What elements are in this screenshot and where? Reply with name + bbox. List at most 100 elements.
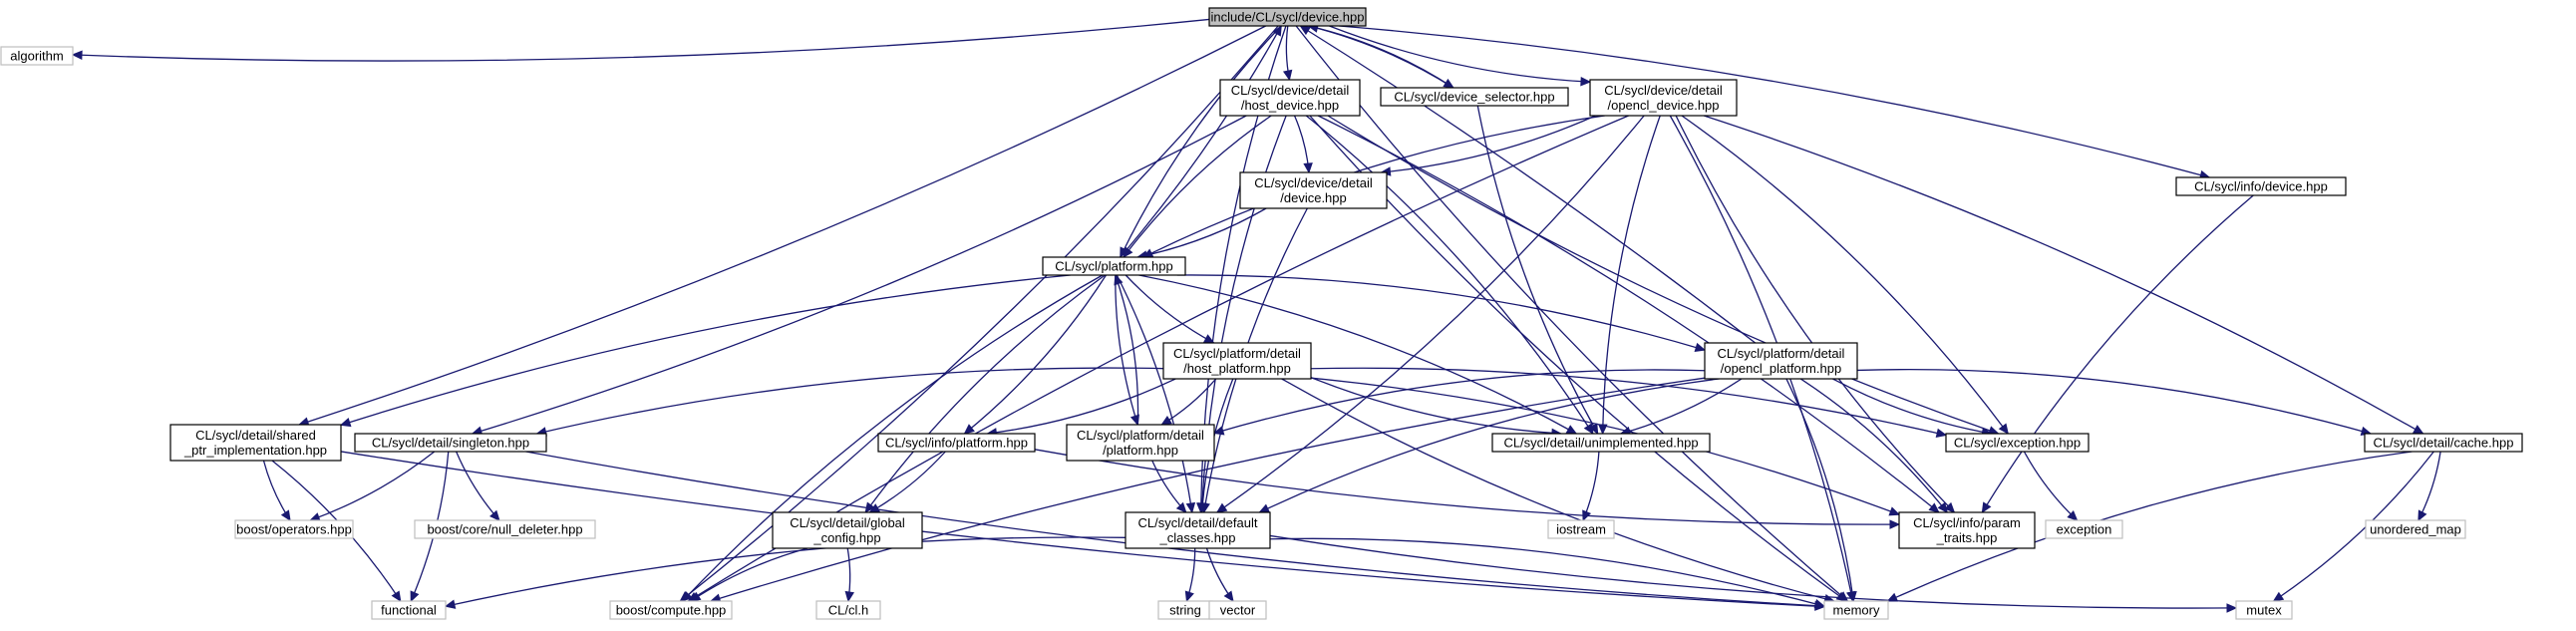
edge-host_device-to-param_traits <box>1317 115 1940 513</box>
edge-host_platform-to-exception <box>1310 367 1948 438</box>
edge-platform-to-host_platform <box>1125 274 1215 344</box>
edge-platform-to-shared_ptr <box>339 274 1071 428</box>
node-device-selector[interactable]: CL/sycl/device_selector.hpp <box>1380 87 1569 107</box>
node-shared-ptr[interactable]: CL/sycl/detail/shared_ptr_implementation… <box>169 424 342 462</box>
node-platform-detail[interactable]: CL/sycl/platform/detail/platform.hpp <box>1066 424 1215 462</box>
node-param-traits[interactable]: CL/sycl/info/param_traits.hpp <box>1898 511 2036 549</box>
node-box <box>371 600 447 620</box>
node-label: CL/sycl/device/detail <box>1604 83 1723 98</box>
node-platform[interactable]: CL/sycl/platform.hpp <box>1042 256 1186 276</box>
edge-platform-to-info_platform <box>963 274 1108 435</box>
node-box <box>2235 600 2293 620</box>
edge-host_device-to-exception <box>1327 115 2000 436</box>
node-opencl-device[interactable]: CL/sycl/device/detail/opencl_device.hpp <box>1589 79 1738 117</box>
node-opencl-platform[interactable]: CL/sycl/platform/detail/opencl_platform.… <box>1704 342 1858 380</box>
node-unimplemented[interactable]: CL/sycl/detail/unimplemented.hpp <box>1491 433 1711 453</box>
node-label: /opencl_device.hpp <box>1607 98 1719 113</box>
node-default-classes[interactable]: CL/sycl/detail/default_classes.hpp <box>1125 511 1271 549</box>
edge-opencl_device-to-param_traits <box>1675 115 1956 513</box>
edge-opencl_platform-to-platform_detail <box>1212 369 1706 436</box>
node-box <box>772 511 923 549</box>
node-box <box>1208 600 1267 620</box>
node-box <box>2175 176 2347 196</box>
node-singleton[interactable]: CL/sycl/detail/singleton.hpp <box>354 433 547 453</box>
node-label: CL/sycl/device/detail <box>1254 175 1373 190</box>
node-label: /platform.hpp <box>1103 443 1178 458</box>
node-label: CL/sycl/info/device.hpp <box>2194 179 2328 194</box>
node-label: boost/core/null_deleter.hpp <box>427 522 582 537</box>
node-global-config[interactable]: CL/sycl/detail/global_config.hpp <box>772 511 923 549</box>
edge-global_config-to-boost_compute <box>689 547 808 602</box>
node-info-platform[interactable]: CL/sycl/info/platform.hpp <box>877 433 1036 453</box>
node-vector: vector <box>1208 600 1267 620</box>
edge-platform-to-global_config <box>864 274 1106 513</box>
node-unordered-map: unordered_map <box>2365 519 2466 539</box>
node-label: /host_device.hpp <box>1241 98 1339 113</box>
header-nodes: include/CL/sycl/device.hppalgorithmCL/sy… <box>0 7 2523 620</box>
node-iostream: iostream <box>1547 519 1615 539</box>
node-host-platform[interactable]: CL/sycl/platform/detail/host_platform.hp… <box>1162 342 1312 380</box>
node-null-deleter: boost/core/null_deleter.hpp <box>414 519 596 539</box>
edge-device_selector-to-root <box>1307 23 1454 89</box>
node-label: memory <box>1833 603 1880 618</box>
node-label: CL/sycl/info/param <box>1913 515 2021 530</box>
node-string: string <box>1157 600 1213 620</box>
edge-opencl_device-to-exception <box>1681 115 2010 435</box>
edge-cache-to-mutex <box>2272 451 2434 602</box>
edge-platform-to-opencl_platform <box>1176 274 1707 352</box>
edge-exception-to-exception_std <box>2023 451 2079 521</box>
edge-singleton-to-boost_operators <box>309 451 436 522</box>
node-info-device[interactable]: CL/sycl/info/device.hpp <box>2175 176 2347 196</box>
edge-device_selector-to-unimplemented <box>1476 105 1599 436</box>
edge-opencl_platform-to-root <box>1299 25 1757 344</box>
edge-platform-to-default_classes <box>1116 274 1196 514</box>
node-label: CL/sycl/detail/default <box>1138 515 1258 530</box>
node-box <box>2045 519 2123 539</box>
node-label: boost/operators.hpp <box>236 522 352 537</box>
node-box <box>354 433 547 453</box>
node-label: include/CL/sycl/device.hpp <box>1211 10 1365 25</box>
node-label: CL/sycl/detail/cache.hpp <box>2374 436 2514 451</box>
node-box <box>609 600 733 620</box>
node-label: vector <box>1220 603 1256 618</box>
edge-host_device-to-unimplemented <box>1305 115 1594 436</box>
node-memory: memory <box>1823 600 1889 620</box>
node-label: unordered_map <box>2370 522 2461 537</box>
node-box <box>1162 342 1312 380</box>
edge-opencl_platform-to-param_traits <box>1799 378 1949 513</box>
node-label: CL/sycl/device/detail <box>1231 83 1350 98</box>
node-label: mutex <box>2246 603 2282 618</box>
node-box <box>234 519 354 539</box>
node-label: string <box>1169 603 1201 618</box>
node-label: CL/sycl/exception.hpp <box>1954 436 2081 451</box>
node-box <box>1945 433 2090 453</box>
node-boost-operators: boost/operators.hpp <box>234 519 354 539</box>
node-label: CL/sycl/platform/detail <box>1173 346 1301 361</box>
node-label: CL/cl.h <box>828 603 868 618</box>
edge-default_classes-to-memory <box>1269 537 1826 609</box>
node-exception[interactable]: CL/sycl/exception.hpp <box>1945 433 2090 453</box>
node-label: iostream <box>1556 522 1606 537</box>
edge-host_device-to-detail_device <box>1293 115 1313 174</box>
edge-opencl_platform-to-memory <box>1785 378 1857 603</box>
node-host-device[interactable]: CL/sycl/device/detail/host_device.hpp <box>1219 79 1361 117</box>
edge-info_platform-to-global_config <box>868 451 946 513</box>
node-label: _config.hpp <box>812 530 880 545</box>
edge-platform_detail-to-platform <box>1114 273 1139 426</box>
edge-singleton-to-null_deleter <box>456 451 500 521</box>
node-label: /opencl_platform.hpp <box>1721 361 1841 376</box>
edge-default_classes-to-vector <box>1205 547 1234 603</box>
node-exception-std: exception <box>2045 519 2123 539</box>
node-label: CL/sycl/device_selector.hpp <box>1394 90 1554 105</box>
node-box <box>1042 256 1186 276</box>
node-box <box>0 46 74 66</box>
edge-info_device-to-param_traits <box>1981 194 2254 514</box>
edge-info_platform-to-param_traits <box>1034 449 1901 529</box>
node-box <box>1208 7 1367 27</box>
node-box <box>1491 433 1711 453</box>
node-label: CL/sycl/detail/shared <box>195 428 316 443</box>
node-detail-device[interactable]: CL/sycl/device/detail/device.hpp <box>1239 171 1388 209</box>
node-cache[interactable]: CL/sycl/detail/cache.hpp <box>2364 433 2523 453</box>
node-label: /device.hpp <box>1280 190 1347 205</box>
edge-default_classes-to-mutex <box>1269 534 2238 613</box>
